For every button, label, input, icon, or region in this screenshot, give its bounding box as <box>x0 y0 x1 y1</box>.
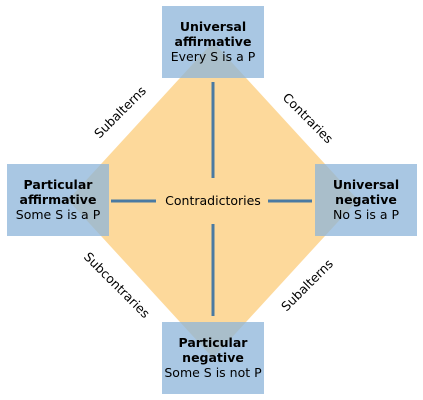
box-title: Particular negative <box>178 335 248 365</box>
particular-affirmative-box: Particular affirmative Some S is a P <box>7 164 109 236</box>
box-subtitle: Some S is a P <box>15 207 101 222</box>
box-title: Universal negative <box>332 177 400 207</box>
particular-negative-box: Particular negative Some S is not P <box>162 322 264 394</box>
opposition-diamond <box>68 42 358 358</box>
box-title: Universal affirmative <box>174 19 252 49</box>
box-title: Particular affirmative <box>19 177 97 207</box>
box-subtitle: Some S is not P <box>164 365 262 380</box>
box-subtitle: Every S is a P <box>170 49 256 64</box>
box-subtitle: No S is a P <box>332 207 399 222</box>
contradictories-label: Contradictories <box>165 193 261 208</box>
universal-affirmative-box: Universal affirmative Every S is a P <box>162 6 264 78</box>
universal-negative-box: Universal negative No S is a P <box>315 164 417 236</box>
